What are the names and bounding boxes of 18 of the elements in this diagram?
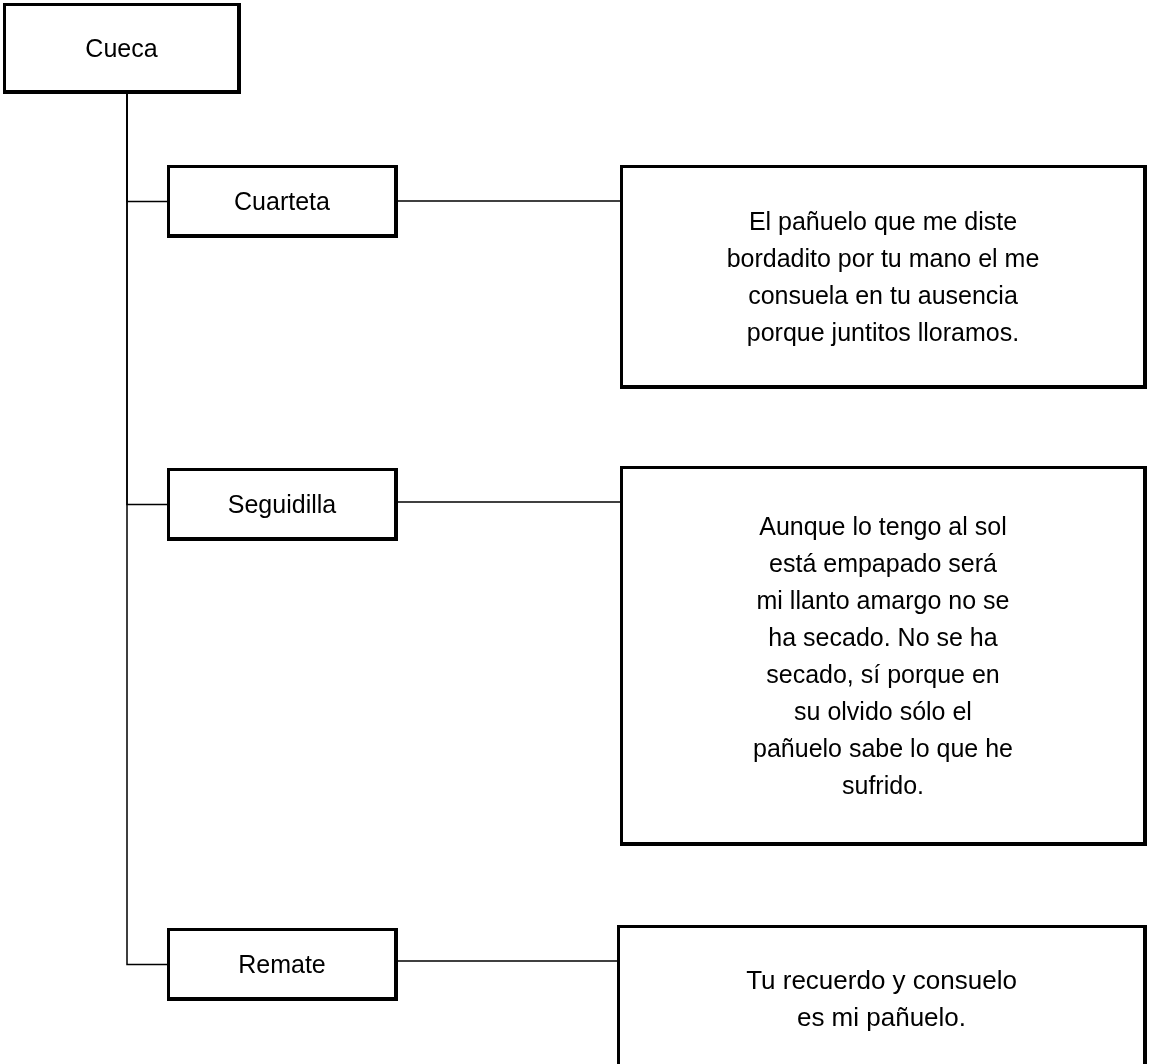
verse-box [620, 466, 1147, 846]
verse-box [620, 165, 1147, 389]
verse-box [617, 925, 1147, 1064]
verse-text: Aunque lo tengo al sol está empapado será mi llanto amargo no se ha secado. No se ha secado, sí porque en su olvido sólo el pañuelo sabe lo que he sufrido. [753, 510, 1013, 801]
section-box [167, 928, 398, 1001]
section-box [3, 3, 241, 94]
connector-line [126, 93, 168, 966]
verse-text: Tu recuerdo y consuelo es mi pañuelo. [745, 964, 1018, 1034]
section-label: Cueca [85, 32, 158, 64]
connector-line [397, 501, 621, 503]
section-label: Seguidilla [227, 488, 337, 520]
section-label: Remate [238, 948, 326, 980]
section-box [167, 468, 398, 541]
connector-line [397, 960, 618, 962]
section-box [167, 165, 398, 238]
connector-line [397, 200, 621, 202]
section-label: Cuarteta [234, 185, 330, 217]
verse-text: El pañuelo que me diste bordadito por tu mano el me consuela en tu ausencia porque juntitos lloramos. [725, 205, 1041, 348]
